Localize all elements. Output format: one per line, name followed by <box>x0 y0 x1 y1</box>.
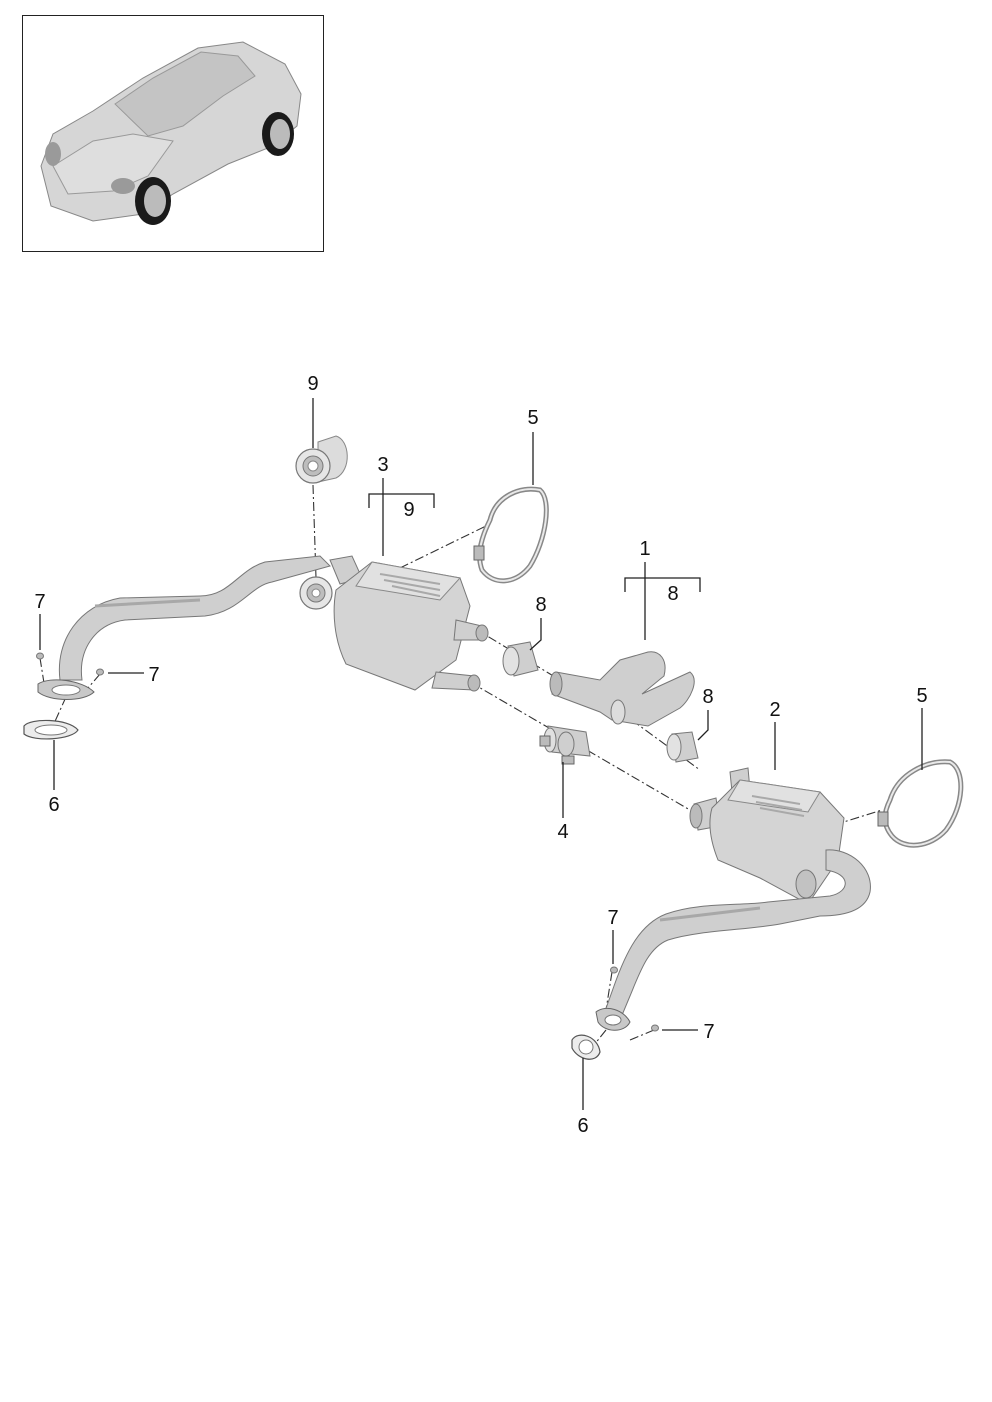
part-labels: 9 5 3 9 1 8 8 7 7 8 5 2 6 4 7 7 6 <box>34 373 927 1137</box>
label-part-1: 1 <box>639 538 650 560</box>
right-clamp-band <box>877 759 964 848</box>
right-gasket <box>571 1034 601 1060</box>
right-nuts <box>610 966 659 1032</box>
label-part-7-left-top: 7 <box>34 591 45 613</box>
connector-ring-upper <box>295 435 348 484</box>
left-silencer <box>329 555 489 692</box>
label-part-9: 9 <box>307 373 318 395</box>
label-part-4: 4 <box>557 821 568 843</box>
connector-ring-installed <box>299 576 333 610</box>
label-part-2: 2 <box>769 699 780 721</box>
leader-lines <box>39 398 923 1110</box>
label-part-1-sub: 8 <box>667 583 678 605</box>
car-illustration <box>40 41 302 225</box>
right-sleeve <box>666 731 699 763</box>
left-clamp-band <box>473 486 549 584</box>
label-part-3: 3 <box>377 454 388 476</box>
right-flange <box>595 1007 631 1031</box>
label-part-7-left-side: 7 <box>148 664 159 686</box>
left-nuts <box>36 652 104 676</box>
label-part-7-right-top: 7 <box>607 907 618 929</box>
left-sleeve <box>502 641 539 677</box>
vehicle-thumbnail-frame <box>22 15 324 252</box>
left-flange <box>37 679 95 700</box>
label-part-8-left: 8 <box>535 594 546 616</box>
label-part-3-sub: 9 <box>403 499 414 521</box>
assembly-lines <box>39 484 883 1051</box>
right-exhaust-pipe <box>603 849 871 1021</box>
left-gasket <box>23 719 79 740</box>
right-silencer <box>689 767 845 905</box>
label-part-8-right: 8 <box>702 686 713 708</box>
label-part-6-right: 6 <box>577 1115 588 1137</box>
label-part-5-left: 5 <box>527 407 538 429</box>
pipe-clamp <box>539 725 591 765</box>
left-exhaust-pipe <box>58 555 331 681</box>
center-pipe <box>549 651 695 727</box>
label-part-5-right: 5 <box>916 685 927 707</box>
label-part-7-right-side: 7 <box>703 1021 714 1043</box>
label-part-6-left: 6 <box>48 794 59 816</box>
